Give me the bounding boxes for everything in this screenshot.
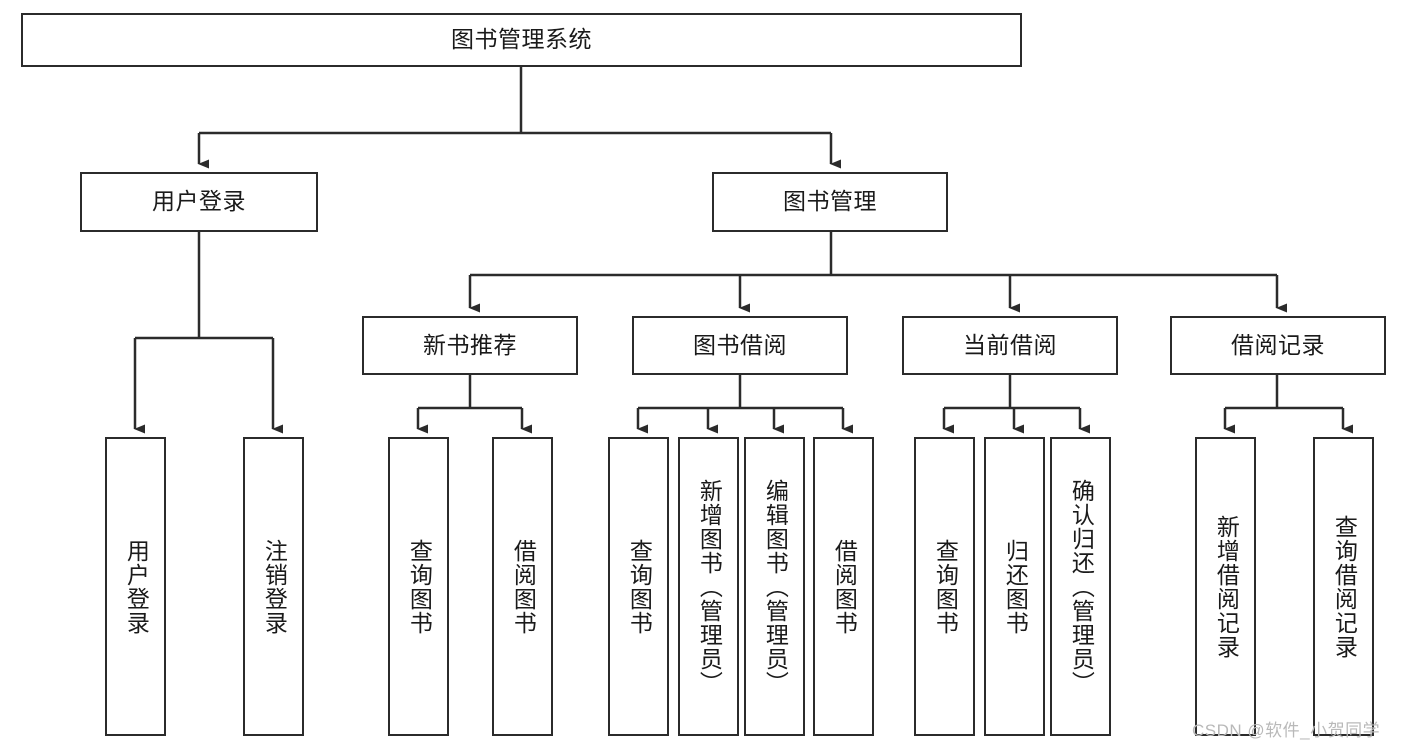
node-label: 新书推荐 xyxy=(423,331,517,358)
node-label: 确认归还（管理员） xyxy=(1068,478,1095,695)
leaf-confirm-return-admin[interactable]: 确认归还（管理员） xyxy=(1050,437,1111,736)
node-label: 借阅图书 xyxy=(510,538,537,635)
node-new-book-recommend[interactable]: 新书推荐 xyxy=(362,316,578,375)
node-label: 用户登录 xyxy=(123,538,150,635)
node-label: 图书管理系统 xyxy=(451,26,592,53)
leaf-logout-login[interactable]: 注销登录 xyxy=(243,437,304,736)
node-user-login[interactable]: 用户登录 xyxy=(80,172,318,232)
leaf-return-book[interactable]: 归还图书 xyxy=(984,437,1045,736)
leaf-edit-book-admin[interactable]: 编辑图书（管理员） xyxy=(744,437,805,736)
node-book-management[interactable]: 图书管理 xyxy=(712,172,948,232)
node-label: 查询图书 xyxy=(932,538,959,635)
node-label: 图书管理 xyxy=(783,188,877,215)
leaf-query-book-new-recommend[interactable]: 查询图书 xyxy=(388,437,449,736)
node-book-borrow[interactable]: 图书借阅 xyxy=(632,316,848,375)
node-label: 借阅记录 xyxy=(1231,331,1325,358)
node-label: 编辑图书（管理员） xyxy=(762,478,789,695)
node-current-borrow[interactable]: 当前借阅 xyxy=(902,316,1118,375)
node-label: 新增借阅记录 xyxy=(1213,514,1240,659)
leaf-add-book-admin[interactable]: 新增图书（管理员） xyxy=(678,437,739,736)
node-label: 注销登录 xyxy=(261,538,288,635)
node-label: 当前借阅 xyxy=(963,331,1057,358)
node-label: 查询图书 xyxy=(406,538,433,635)
node-label: 归还图书 xyxy=(1002,538,1029,635)
node-label: 查询借阅记录 xyxy=(1331,514,1358,659)
node-label: 查询图书 xyxy=(626,538,653,635)
leaf-query-book-borrow[interactable]: 查询图书 xyxy=(608,437,669,736)
leaf-borrow-book-new-recommend[interactable]: 借阅图书 xyxy=(492,437,553,736)
leaf-query-borrow-record[interactable]: 查询借阅记录 xyxy=(1313,437,1374,736)
leaf-user-login[interactable]: 用户登录 xyxy=(105,437,166,736)
leaf-borrow-book[interactable]: 借阅图书 xyxy=(813,437,874,736)
node-label: 借阅图书 xyxy=(831,538,858,635)
node-label: 新增图书（管理员） xyxy=(696,478,723,695)
node-label: 图书借阅 xyxy=(693,331,787,358)
node-label: 用户登录 xyxy=(152,188,246,215)
leaf-query-book-current[interactable]: 查询图书 xyxy=(914,437,975,736)
leaf-add-borrow-record[interactable]: 新增借阅记录 xyxy=(1195,437,1256,736)
node-borrow-record[interactable]: 借阅记录 xyxy=(1170,316,1386,375)
node-book-management-system[interactable]: 图书管理系统 xyxy=(21,13,1022,67)
